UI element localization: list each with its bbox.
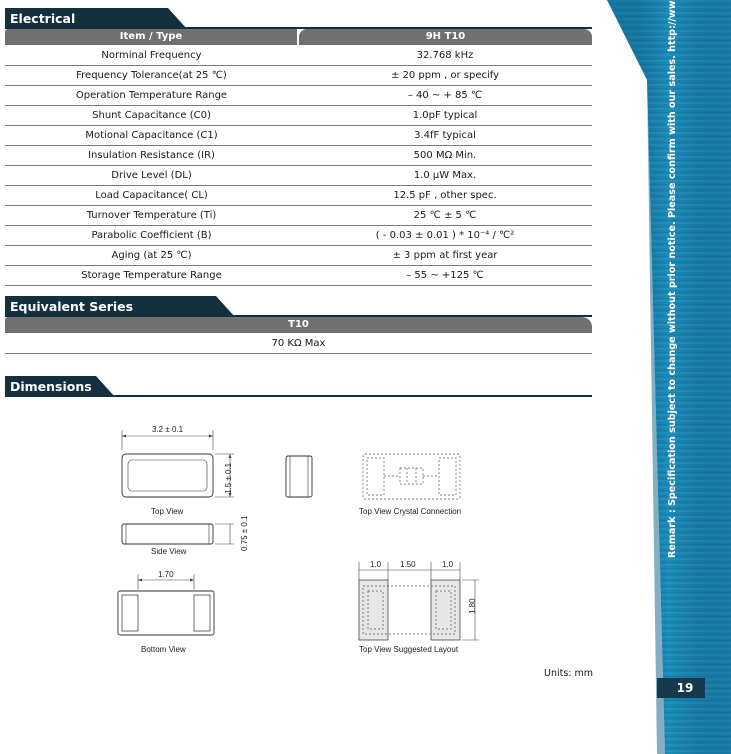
end-view-drawing [285,455,313,498]
table-row: Load Capacitance( CL)12.5 pF , other spe… [5,185,592,206]
side-view-label: Side View [151,547,187,556]
page-number-box [657,678,705,698]
spec-value: 1.0pF typical [298,105,592,126]
esr-section-title: Equivalent Series Resistance(ESR) [5,296,213,335]
header-tab-slant [164,8,187,29]
table-row: Aging (at 25 ℃)± 3 ppm at first year [5,245,592,266]
units-label: Units: mm [544,668,594,679]
header-rule [233,315,592,317]
spec-item: Turnover Temperature (Ti) [5,205,298,226]
side-view-height-label: 0.75 ± 0.1 [240,515,249,551]
spec-value: 12.5 pF , other spec. [298,185,592,206]
table-row: Turnover Temperature (Ti)25 ℃ ± 5 ℃ [5,205,592,226]
table-row: Motional Capacitance (C1)3.4fF typical [5,125,592,146]
suggested-layout-drawing [358,562,479,641]
layout-dim-left: 1.0 [370,560,382,569]
table-row: Parabolic Coefficient (B)( - 0.03 ± 0.01… [5,225,592,246]
spec-item: Load Capacitance( CL) [5,185,298,206]
bottom-view-width-label: 1.70 [158,570,174,579]
spec-value: – 40 ~ + 85 ℃ [298,85,592,106]
header-rule [113,395,592,397]
spec-value: ± 3 ppm at first year [298,245,592,266]
layout-height-label: 1.80 [468,598,477,614]
spec-item: Parabolic Coefficient (B) [5,225,298,246]
esr-value: 70 KΩ Max [5,334,592,354]
table-row: Operation Temperature Range– 40 ~ + 85 ℃ [5,85,592,106]
header-tab-slant [92,376,115,397]
bottom-view-drawing [117,574,215,636]
top-view-drawing [121,430,234,498]
header-rule [185,27,592,29]
table-row: Insulation Resistance (IR)500 MΩ Min. [5,145,592,166]
crystal-connection-drawing [362,453,461,500]
sidebar-remark: Remark : Specification subject to change… [667,0,678,558]
spec-item: Norminal Frequency [5,46,298,66]
bottom-view-label: Bottom View [141,645,186,654]
spec-value: 3.4fF typical [298,125,592,146]
esr-table: 70 KΩ Max [5,334,592,354]
spec-value: 32.768 kHz [298,46,592,66]
layout-dim-mid: 1.50 [400,560,416,569]
table-row: 70 KΩ Max [5,334,592,354]
esr-section-header: Equivalent Series Resistance(ESR) [5,296,592,335]
dimensions-section-header: Dimensions [5,376,592,397]
side-view-drawing [121,523,234,545]
spec-value: 500 MΩ Min. [298,145,592,166]
page-number: 19 [676,681,694,695]
spec-item: Shunt Capacitance (C0) [5,105,298,126]
table-row: Storage Temperature Range– 55 ~ +125 ℃ [5,265,592,286]
spec-value: – 55 ~ +125 ℃ [298,265,592,286]
spec-value: ± 20 ppm , or specify [298,65,592,86]
table-row: Drive Level (DL)1.0 μW Max. [5,165,592,186]
column-header-item: Item / Type [5,29,297,45]
spec-item: Insulation Resistance (IR) [5,145,298,166]
esr-column-header: T10 [5,317,592,333]
crystal-connection-label: Top View Crystal Connection [359,507,462,516]
dimensions-section-title: Dimensions [5,376,93,397]
spec-item: Motional Capacitance (C1) [5,125,298,146]
spec-value: 1.0 μW Max. [298,165,592,186]
table-row: Frequency Tolerance(at 25 ℃)± 20 ppm , o… [5,65,592,86]
spec-item: Operation Temperature Range [5,85,298,106]
spec-item: Drive Level (DL) [5,165,298,186]
spec-value: ( - 0.03 ± 0.01 ) * 10⁻⁴ / ℃² [298,225,592,246]
top-view-label: Top View [151,507,184,516]
spec-item: Storage Temperature Range [5,265,298,286]
column-header-type: 9H T10 [299,29,592,45]
spec-item: Frequency Tolerance(at 25 ℃) [5,65,298,86]
layout-dim-right: 1.0 [442,560,454,569]
table-row: Shunt Capacitance (C0)1.0pF typical [5,105,592,126]
header-tab-slant [212,296,235,317]
top-view-height-label: 1.5 ± 0.1 [224,462,233,494]
electrical-table-header: Item / Type 9H T10 [5,29,592,45]
suggested-layout-label: Top View Suggested Layout [359,645,459,654]
spec-value: 25 ℃ ± 5 ℃ [298,205,592,226]
top-view-width-label: 3.2 ± 0.1 [152,425,184,434]
esr-table-header: T10 [5,317,592,333]
spec-item: Aging (at 25 ℃) [5,245,298,266]
